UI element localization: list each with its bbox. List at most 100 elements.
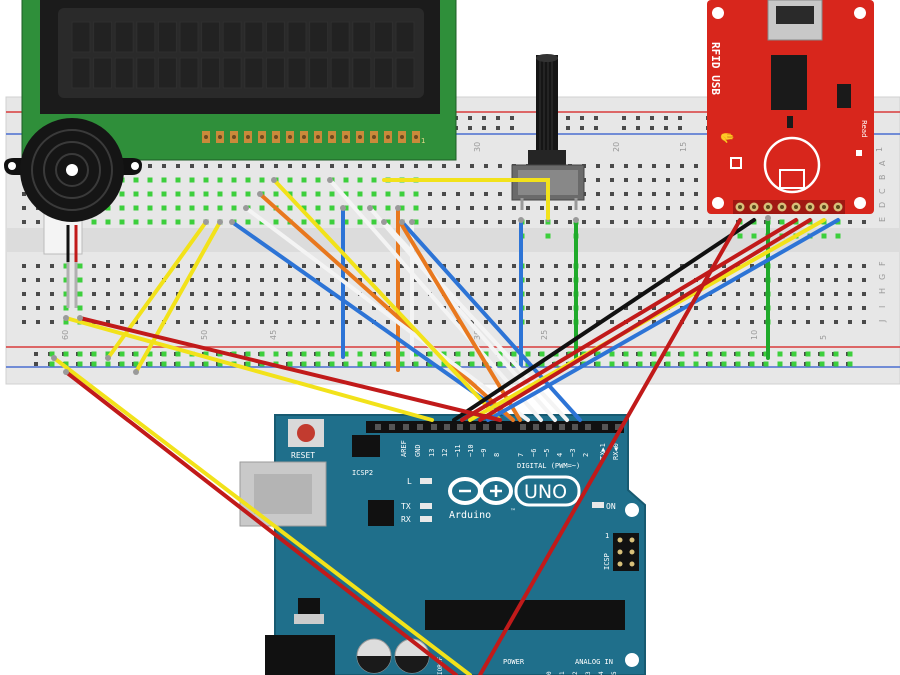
breadboard-hole [400,306,404,310]
breadboard-hole [330,320,334,324]
wire-red[interactable] [64,370,458,675]
arduino-pin [496,424,502,430]
breadboard-hole [344,292,348,296]
breadboard-hole [834,278,838,282]
icsp-pin1-label: 1 [605,532,609,540]
column-number-bottom: 45 [269,330,278,340]
breadboard-hole [246,264,250,268]
breadboard-hole [806,320,810,324]
breadboard-hole [526,306,530,310]
wire-white[interactable] [328,178,543,422]
rfid-chip [771,55,807,110]
active-rail-hole [315,361,321,367]
icsp-header [613,533,639,571]
active-rail-hole [385,361,391,367]
active-hole [105,205,111,211]
rfid-pin-hole [780,205,784,209]
active-hole [77,291,83,297]
wire-yellow[interactable] [64,316,434,422]
breadboard-hole [750,264,754,268]
wire-blue[interactable] [230,220,515,422]
breadboard-hole [848,306,852,310]
breadboard-hole [554,278,558,282]
wire-red[interactable] [460,218,798,422]
lcd-character-cell [352,21,372,53]
breadboard-hole [862,320,866,324]
active-hole [371,191,377,197]
active-hole [133,219,139,225]
active-hole [77,263,83,269]
breadboard-hole [260,264,264,268]
active-hole [371,219,377,225]
rail-hole [622,116,626,120]
pin-label: ~11 [454,444,462,457]
active-rail-hole [427,361,433,367]
breadboard-hole [414,320,418,324]
breadboard-hole [232,164,236,168]
wire-blue[interactable] [400,220,582,422]
active-rail-hole [595,361,601,367]
active-hole [77,305,83,311]
breadboard-hole [190,164,194,168]
breadboard-hole [694,206,698,210]
breadboard-hole [232,306,236,310]
breadboard-hole [50,320,54,324]
icsp2-header [352,435,380,457]
breadboard-hole [610,178,614,182]
wire-yellow[interactable] [272,178,502,422]
active-hole [737,233,743,239]
breadboard-hole [526,264,530,268]
wire-red[interactable] [478,218,742,675]
aref-label: AREF [400,440,408,457]
digital-label: DIGITAL (PWM=~) [517,462,580,470]
on-led [592,502,604,508]
breadboard-hole [862,264,866,268]
active-rail-hole [119,361,125,367]
l-led-label: L [407,477,412,486]
rail-hole [678,116,682,120]
active-rail-hole [427,351,433,357]
uno-badge [514,475,581,507]
active-rail-hole [749,361,755,367]
wire-yellow[interactable] [382,178,550,220]
active-hole [399,205,405,211]
lcd-character-cell [352,57,372,89]
wire-yellow[interactable] [52,356,472,675]
hand-icon: ✋ [720,130,734,145]
breadboard-hole [106,264,110,268]
active-rail-hole [203,351,209,357]
active-rail-hole [371,361,377,367]
breadboard-hole [456,278,460,282]
active-rail-hole [791,361,797,367]
breadboard-hole [568,278,572,282]
wire-black[interactable] [452,218,756,422]
wire-white[interactable] [244,206,530,422]
wire-blue[interactable] [486,218,840,422]
breadboard-hole [694,164,698,168]
active-rail-hole [133,351,139,357]
active-rail-hole [651,361,657,367]
wire-orange[interactable] [258,192,515,422]
wire-yellow[interactable] [134,220,222,374]
potentiometer-collar [528,150,566,166]
breadboard-hole [862,220,866,224]
active-hole [161,191,167,197]
active-hole [385,191,391,197]
wire-red[interactable] [78,316,502,422]
active-hole [217,205,223,211]
active-rail-hole [91,351,97,357]
reset-button-cap[interactable] [297,424,315,442]
lcd-character-cell [71,21,91,53]
rfid-antenna-socket [779,169,805,189]
active-hole [287,177,293,183]
wire-red[interactable] [478,218,812,422]
breadboard-hole [330,278,334,282]
active-rail-hole [679,361,685,367]
breadboard-hole [722,264,726,268]
analog-pin-label: 0 [546,671,553,675]
lcd-character-cell [244,21,264,53]
active-rail-hole [735,361,741,367]
active-hole [301,177,307,183]
active-hole [245,191,251,197]
active-hole [245,177,251,183]
